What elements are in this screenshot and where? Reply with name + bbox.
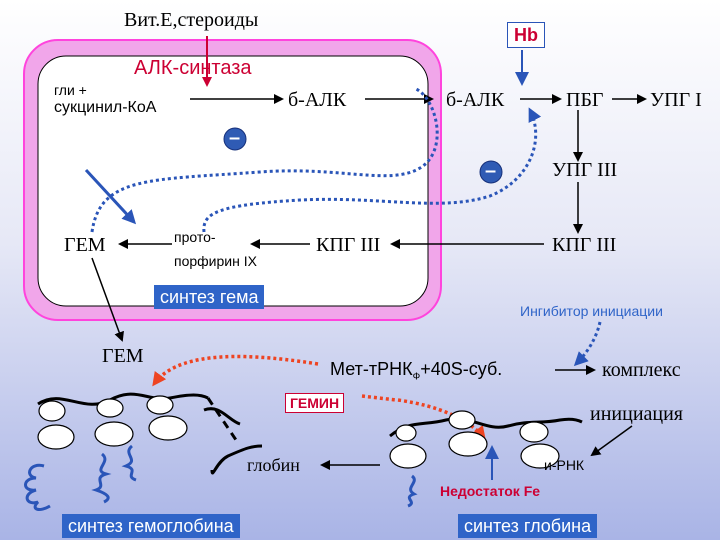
inhibit-arrow (84, 168, 137, 225)
arrow-gem-to-gem (91, 257, 124, 342)
heme-synthesis-label: синтез гема (154, 285, 265, 309)
mrna-dashed-tail (206, 397, 238, 441)
succinyl-coa-label: сукцинил-КоА (54, 99, 157, 116)
ribosome-icon (448, 410, 476, 430)
met-40s-text: +40S-суб. (420, 359, 503, 379)
globin-label: глобин (247, 455, 300, 475)
globin-coil-icon (24, 463, 51, 511)
globin-coil-icon (121, 444, 137, 482)
globin-coil-icon (407, 474, 418, 508)
feedback-path-right (202, 107, 542, 233)
complex-label: комплекс (602, 359, 681, 381)
gemin-path-left (152, 354, 319, 387)
vitamin-e-label: Вит.Е,стероиды (124, 9, 259, 31)
fe-deficiency-label: Недостаток Fe (440, 483, 541, 499)
ribosome-icon (395, 424, 417, 442)
minus-sign-1: – (229, 127, 241, 149)
kpg-label-right: КПГ III (552, 234, 617, 256)
globin-synthesis-label: синтез глобина (458, 514, 598, 538)
ribosome-icon (37, 424, 75, 450)
ribosome-icon (389, 443, 427, 469)
kpg-label-left: КПГ III (316, 234, 381, 256)
ribosome-icon (519, 421, 549, 443)
protoporphyrin-label-2: порфирин IX (174, 253, 257, 269)
mrna-strand-icon (389, 417, 583, 438)
ribosome-icon (148, 415, 188, 441)
balk-label-2: б-АЛК (446, 89, 505, 111)
mrna-strand-icon (37, 392, 209, 406)
ribosome-icon (146, 395, 174, 415)
balk-label-1: б-АЛК (288, 89, 347, 111)
hemoglobin-synthesis-label: синтез гемоглобина (62, 514, 240, 538)
mrna-segment (203, 407, 241, 426)
heme-label-bottom: ГЕМ (102, 345, 144, 367)
met-trna-text: Мет-тРНК (330, 359, 413, 379)
heme-label-top: ГЕМ (64, 234, 106, 256)
globin-coil-icon (210, 444, 263, 475)
arrow-initiation-to-mrna (590, 425, 633, 457)
upg3-label: УПГ III (552, 159, 618, 181)
hb-badge: Hb (507, 22, 545, 48)
met-trna-subscript: Ф (412, 371, 421, 383)
minus-sign-2: – (485, 160, 497, 182)
ribosome-icon (520, 443, 560, 469)
minus-circle-icon (479, 160, 503, 184)
upg1-label: УПГ I (650, 89, 702, 111)
ribosome-icon (38, 400, 66, 422)
inhibitor-arrow (573, 321, 602, 367)
pbg-label: ПБГ (566, 89, 604, 111)
protoporphyrin-label-1: прото- (174, 229, 216, 245)
globin-coil-icon (91, 452, 112, 504)
gemin-label: ГЕМИН (285, 393, 345, 413)
mrna-label: и-РНК (544, 457, 585, 473)
met-trna-label: Мет-тРНКФ+40S-суб. (330, 360, 502, 383)
alk-synthase-label: АЛК-синтаза (134, 57, 252, 79)
inhibitor-label: Ингибитор инициации (520, 303, 663, 319)
ribosome-icon (94, 421, 134, 447)
gemin-path-right (361, 394, 397, 402)
feedback-path-left (90, 86, 439, 233)
ribosome-icon (448, 431, 488, 457)
initiation-label: инициация (590, 403, 683, 425)
ribosome-icon (96, 398, 124, 418)
minus-circle-icon (223, 127, 247, 151)
glycine-label: гли + (54, 82, 87, 98)
